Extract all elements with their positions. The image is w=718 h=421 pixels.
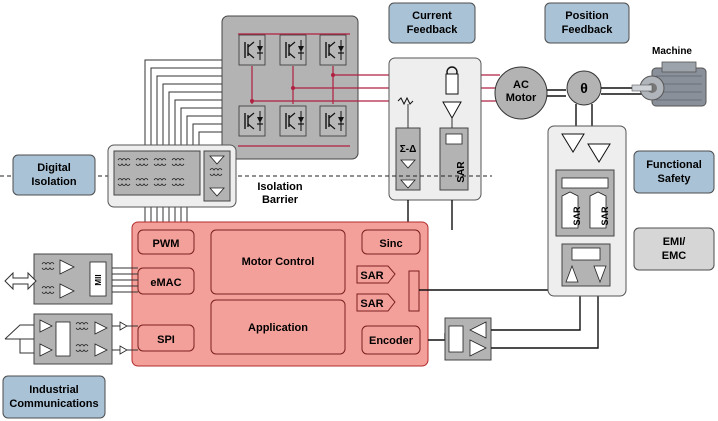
network-double-arrow-icon[interactable] bbox=[4, 271, 37, 291]
pwm-block bbox=[137, 229, 195, 255]
functional-safety-line1: Functional bbox=[646, 159, 702, 171]
current-feedback-line1: Current bbox=[412, 10, 452, 22]
emi-emc-line1: EMI/ bbox=[663, 236, 686, 248]
current-sar-label: SAR bbox=[456, 161, 467, 183]
motor-control-label: Motor Control bbox=[242, 256, 315, 268]
spi-isolator bbox=[33, 313, 113, 365]
digital-isolation-callout bbox=[12, 154, 96, 196]
application-label: Application bbox=[248, 322, 308, 334]
isolation-barrier-line1: Isolation bbox=[257, 181, 303, 193]
machine-image bbox=[631, 61, 707, 107]
isolator-array bbox=[113, 150, 201, 196]
sar-mux bbox=[408, 270, 420, 312]
current-sar-adc bbox=[439, 127, 469, 191]
digital-isolation-line2: Isolation bbox=[31, 176, 77, 188]
current-feedback-line2: Feedback bbox=[407, 24, 459, 36]
spi-input-markers bbox=[119, 321, 128, 355]
spi-label: SPI bbox=[157, 334, 175, 346]
pos-amp-1-icon bbox=[561, 133, 585, 153]
current-sense-shunt bbox=[397, 96, 414, 128]
pwm-label: PWM bbox=[153, 238, 180, 250]
hall-sensor-icon bbox=[445, 73, 459, 95]
sinc-block bbox=[361, 229, 421, 255]
position-feedback-callout bbox=[544, 2, 630, 44]
mii-label: MII bbox=[94, 274, 103, 285]
pos-amp-2-icon bbox=[587, 143, 611, 163]
pos-sar-1-label: SAR bbox=[572, 206, 582, 226]
functional-safety-line2: Safety bbox=[657, 173, 691, 185]
current-feedback-callout bbox=[388, 2, 476, 44]
spi-symbols bbox=[39, 319, 108, 357]
emi-emc-callout bbox=[633, 227, 715, 271]
position-feedback-line1: Position bbox=[565, 10, 609, 22]
theta-label: θ bbox=[580, 80, 588, 96]
application-block bbox=[210, 299, 346, 355]
sar-interface-1-label: SAR bbox=[360, 270, 383, 282]
emi-emc-line2: EMC bbox=[662, 250, 687, 262]
functional-safety-callout bbox=[633, 150, 715, 194]
machine-label: Machine bbox=[652, 46, 692, 57]
pos-sar-2-label: SAR bbox=[600, 206, 610, 226]
position-feedback-line2: Feedback bbox=[562, 24, 614, 36]
industrial-comms-line2: Communications bbox=[9, 398, 98, 410]
emac-label: eMAC bbox=[150, 277, 181, 289]
ac-motor-label-line2: Motor bbox=[506, 92, 537, 104]
industrial-comms-line1: Industrial bbox=[29, 384, 79, 396]
digital-isolation-line1: Digital bbox=[37, 162, 71, 174]
encoder-block bbox=[361, 325, 421, 355]
motor-control-block bbox=[210, 229, 346, 295]
sinc-label: Sinc bbox=[379, 238, 402, 250]
sigma-delta-label: Σ-Δ bbox=[400, 144, 417, 155]
spi-block bbox=[137, 324, 195, 352]
sar-interface-2-label: SAR bbox=[360, 298, 383, 310]
ac-motor-label-line1: AC bbox=[513, 79, 529, 91]
industrial-comms-callout bbox=[2, 375, 106, 419]
isolator-symbols bbox=[117, 155, 225, 197]
encoder-label: Encoder bbox=[369, 335, 414, 347]
sar-interface-2 bbox=[356, 293, 396, 312]
isolation-barrier-line2: Barrier bbox=[262, 194, 299, 206]
sar-interface-1 bbox=[356, 265, 396, 284]
emac-block bbox=[137, 267, 195, 295]
ac-motor bbox=[494, 66, 548, 120]
amplifier-icon bbox=[442, 101, 462, 120]
gate-drive-wires bbox=[144, 59, 222, 222]
phy-symbols bbox=[41, 259, 75, 299]
